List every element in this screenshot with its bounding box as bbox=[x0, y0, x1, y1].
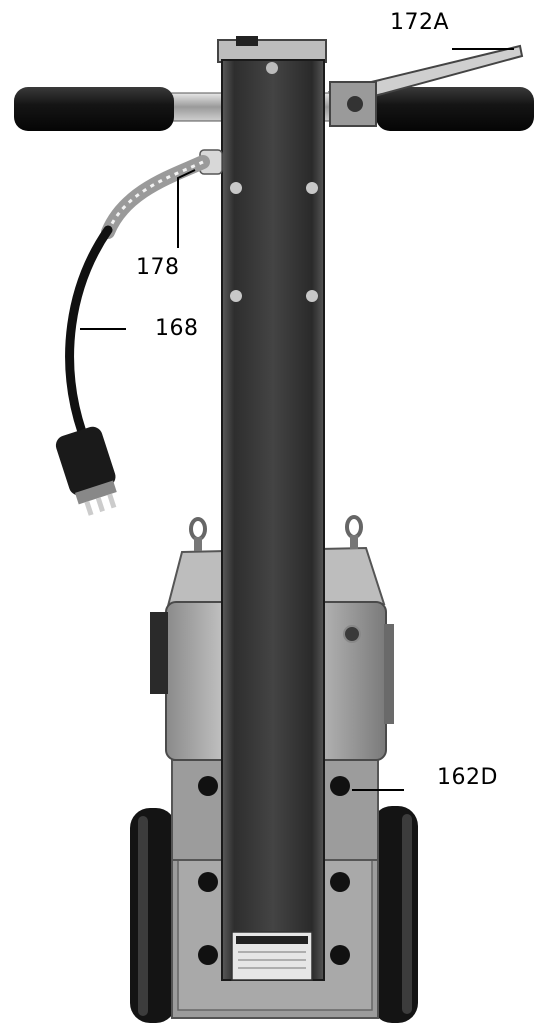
leader-lines bbox=[80, 48, 514, 791]
left-wheel bbox=[130, 808, 176, 1023]
right-wheel bbox=[372, 806, 418, 1023]
center-column bbox=[217, 36, 327, 981]
callout-168: 168 bbox=[155, 316, 199, 341]
power-plug bbox=[55, 426, 117, 516]
lifting-eye-right bbox=[345, 515, 363, 549]
power-cord bbox=[65, 225, 113, 437]
cord-grip bbox=[101, 149, 223, 239]
leader-178 bbox=[177, 169, 196, 248]
callout-178: 178 bbox=[136, 255, 180, 280]
callout-162d: 162D bbox=[437, 765, 498, 790]
release-lever bbox=[327, 44, 524, 127]
callout-172a: 172A bbox=[390, 10, 450, 35]
lifting-eye-left bbox=[189, 517, 207, 551]
chassis-bolts bbox=[198, 776, 350, 965]
